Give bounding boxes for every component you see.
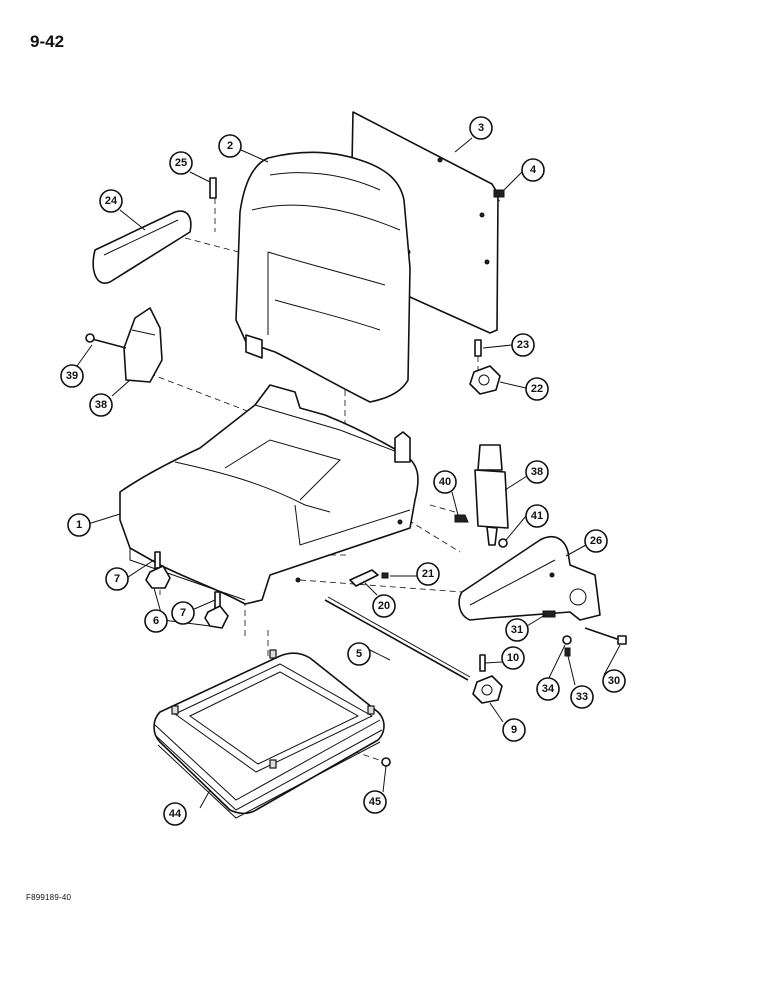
- svg-text:44: 44: [169, 808, 182, 820]
- svg-text:21: 21: [422, 568, 434, 580]
- callout-39: 39: [60, 364, 84, 388]
- svg-text:30: 30: [608, 675, 620, 687]
- svg-text:38: 38: [531, 466, 543, 478]
- callout-41: 41: [525, 504, 549, 528]
- callout-21: 21: [416, 562, 440, 586]
- knob-lower-part: [472, 675, 503, 704]
- svg-text:22: 22: [531, 383, 543, 395]
- svg-text:5: 5: [356, 648, 362, 660]
- callout-22: 22: [525, 377, 549, 401]
- clip-part: [349, 569, 389, 587]
- svg-text:31: 31: [511, 624, 523, 636]
- callout-4: 4: [521, 158, 545, 182]
- page-number: 9-42: [30, 32, 65, 51]
- svg-text:39: 39: [66, 370, 78, 382]
- svg-text:25: 25: [175, 157, 187, 169]
- svg-text:10: 10: [507, 652, 519, 664]
- callout-25: 25: [169, 151, 193, 175]
- callout-7b: 7: [171, 601, 195, 625]
- right-armrest-part: [458, 536, 601, 621]
- callout-24: 24: [99, 189, 123, 213]
- callout-5: 5: [347, 642, 371, 666]
- svg-text:40: 40: [439, 476, 451, 488]
- callout-10: 10: [501, 646, 525, 670]
- rod-part: [324, 596, 471, 681]
- pin-10-part: [479, 654, 486, 672]
- callout-7a: 7: [105, 567, 129, 591]
- svg-text:7: 7: [180, 607, 186, 619]
- seat-cushion-part: [119, 384, 419, 605]
- bolt-40-part: [454, 514, 469, 523]
- knob-upper-part: [469, 365, 501, 395]
- left-bracket-part: [123, 307, 163, 383]
- svg-text:9: 9: [511, 724, 517, 736]
- callout-31: 31: [505, 618, 529, 642]
- callout-33: 33: [570, 685, 594, 709]
- svg-text:23: 23: [517, 339, 529, 351]
- svg-text:6: 6: [153, 615, 159, 627]
- screw-part: [493, 189, 505, 198]
- bolt-left-part: [85, 333, 127, 349]
- callout-26: 26: [584, 529, 608, 553]
- svg-text:34: 34: [542, 683, 555, 695]
- svg-text:20: 20: [378, 600, 390, 612]
- svg-text:38: 38: [95, 399, 107, 411]
- left-armrest-part: [92, 210, 192, 284]
- callout-1: 1: [67, 513, 91, 537]
- callout-6: 6: [144, 609, 168, 633]
- callout-23: 23: [511, 333, 535, 357]
- washer-41-part: [498, 538, 508, 548]
- callout-30: 30: [602, 669, 626, 693]
- screw-45-part: [381, 757, 391, 767]
- pin-right-part: [474, 339, 482, 357]
- callout-3: 3: [469, 116, 493, 140]
- callout-34: 34: [536, 677, 560, 701]
- callout-44: 44: [163, 802, 187, 826]
- svg-text:7: 7: [114, 573, 120, 585]
- callout-20: 20: [372, 594, 396, 618]
- svg-text:4: 4: [530, 164, 537, 176]
- svg-text:1: 1: [76, 519, 82, 531]
- suspension-boot-part: [153, 649, 385, 819]
- callout-45: 45: [363, 790, 387, 814]
- svg-text:45: 45: [369, 796, 381, 808]
- callout-2: 2: [218, 134, 242, 158]
- armrest-fasteners-part: [542, 610, 627, 657]
- seat-belt-buckle-part: [474, 444, 509, 546]
- svg-text:24: 24: [105, 195, 118, 207]
- callout-38a: 38: [89, 393, 113, 417]
- svg-text:26: 26: [590, 535, 602, 547]
- svg-text:3: 3: [478, 122, 484, 134]
- callout-38b: 38: [525, 460, 549, 484]
- callout-9: 9: [502, 718, 526, 742]
- callout-40: 40: [433, 470, 457, 494]
- figure-code: F899189-40: [26, 893, 72, 902]
- svg-text:2: 2: [227, 140, 233, 152]
- backrest-cushion-part: [235, 151, 411, 403]
- svg-text:41: 41: [531, 510, 543, 522]
- svg-text:33: 33: [576, 691, 588, 703]
- knobs-under-seat-part: [145, 551, 229, 629]
- pin-part: [209, 177, 217, 199]
